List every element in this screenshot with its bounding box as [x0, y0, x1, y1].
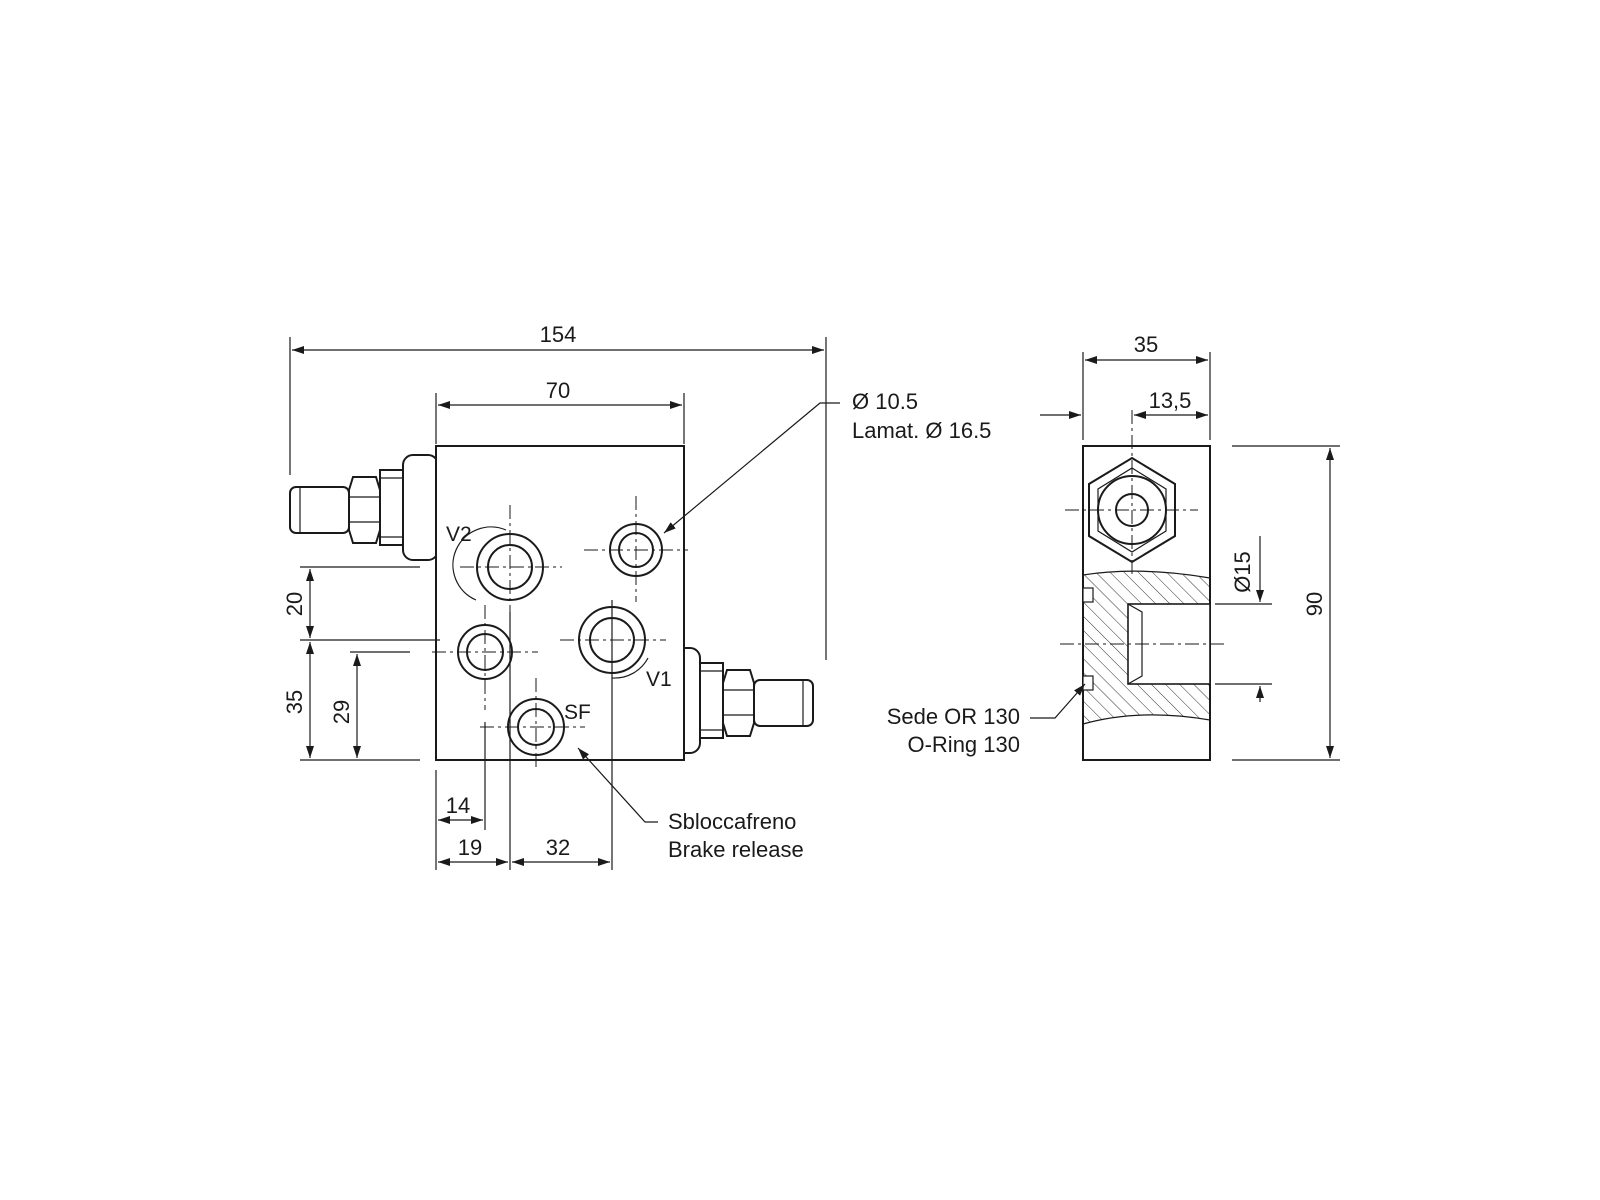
- dim-v1-v2-vertical: 20: [282, 592, 307, 616]
- callout-hole-diameter: Ø 10.5: [852, 389, 918, 414]
- dim-block-width: 70: [546, 378, 570, 403]
- dim-sf-height: 29: [329, 700, 354, 724]
- dim-v1-height: 35: [282, 690, 307, 714]
- port-v2: [452, 505, 562, 612]
- dim-sf-offset: 14: [446, 793, 470, 818]
- callout-oring-seat: Sede OR 130: [887, 704, 1020, 729]
- callout-oring: O-Ring 130: [907, 732, 1020, 757]
- label-v2: V2: [446, 523, 472, 546]
- dim-overall-width: 154: [540, 322, 577, 347]
- front-view: 154 70 20 35 29 14 19 32 V2 V1 SF Ø 10.5…: [282, 322, 991, 870]
- dim-v1-offset: 32: [546, 835, 570, 860]
- dim-bore-diameter: Ø15: [1230, 551, 1255, 593]
- callout-brake-en: Brake release: [668, 837, 804, 862]
- dim-port-offset: 13,5: [1149, 388, 1192, 413]
- lower-cartridge-valve: [664, 647, 814, 754]
- hex-plug: [1065, 410, 1198, 575]
- label-sf: SF: [564, 701, 591, 724]
- label-v1: V1: [646, 668, 672, 691]
- dim-side-width: 35: [1134, 332, 1158, 357]
- mounting-hole: [584, 496, 688, 602]
- port-v1: [560, 600, 666, 870]
- side-view: 35 13,5 Ø15 90 Sede OR 130 O-Ring 130: [887, 332, 1340, 761]
- valve-block-front: [435, 445, 685, 761]
- callout-counterbore: Lamat. Ø 16.5: [852, 418, 991, 443]
- callout-brake-it: Sbloccafreno: [668, 809, 796, 834]
- port-sf: [480, 678, 585, 770]
- lower-port: [432, 605, 538, 710]
- upper-cartridge-valve: [289, 454, 439, 561]
- dim-lower-port-offset: 19: [458, 835, 482, 860]
- dim-side-height: 90: [1302, 592, 1327, 616]
